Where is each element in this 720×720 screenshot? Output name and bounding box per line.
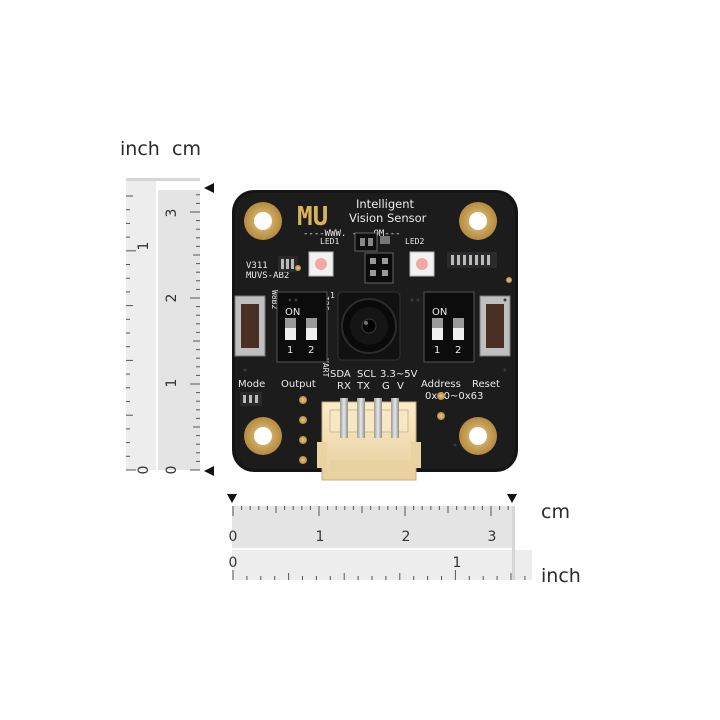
output-switch-key-1: 1 (287, 345, 293, 356)
bottom-cm-tick-3: 3 (488, 529, 497, 545)
reset-push-button (479, 295, 511, 357)
resistor-array-right (447, 252, 497, 268)
mounting-hole-bottom-right (459, 417, 497, 455)
output-dip-switch (276, 291, 328, 363)
mode-indicator-components (240, 392, 262, 406)
mounting-hole-bottom-left (244, 417, 282, 455)
led-2 (409, 251, 435, 277)
resistor-array-left (278, 256, 298, 272)
led2-label: LED2 (405, 237, 424, 246)
pin-label-g: G (382, 381, 390, 392)
bottom-cm-ruler-strip (232, 506, 512, 548)
left-ruler (126, 178, 214, 476)
output-switch-key-2: 2 (308, 345, 314, 356)
uart-label: UART (321, 358, 330, 377)
mode-label: Mode (238, 379, 265, 390)
output-label: Output (281, 379, 316, 390)
bottom-cm-tick-0: 0 (229, 529, 238, 545)
w8b2-label: W8B2 (270, 290, 279, 309)
camera-lens (337, 291, 401, 361)
address-switch-on-label: ON (432, 307, 447, 318)
top-components (354, 232, 394, 284)
pin-label-scl: SCL (357, 369, 376, 380)
version-label: V311 (246, 261, 268, 271)
vias (243, 298, 507, 447)
url-silkscreen: ----WWW. ----OM--- (303, 229, 401, 239)
left-top-marker (204, 183, 214, 193)
bottom-ruler (227, 494, 532, 580)
address-label: Address (421, 379, 461, 390)
sensor-board: MU Intelligent Vision Sensor ----WWW. --… (232, 190, 518, 481)
led1-label: LED1 (320, 237, 339, 246)
left-cm-tick-2: 2 (164, 294, 180, 303)
title-line-2: Vision Sensor (349, 211, 427, 225)
left-bottom-marker (204, 466, 214, 476)
mounting-hole-top-right (459, 202, 497, 240)
pin-label-tx: TX (356, 381, 370, 392)
pin-one-mark: 1 (330, 291, 335, 300)
left-ruler-inch-label: inch (120, 138, 160, 160)
brand-logo: MU (297, 202, 328, 232)
pin-label-rx: RX (337, 381, 351, 392)
output-switch-on-label: ON (285, 307, 300, 318)
pin-label-sda: SDA (330, 369, 351, 380)
pin-label-voltage: 3.3~5V (380, 369, 418, 380)
left-cm-tick-3: 3 (164, 209, 180, 218)
bottom-inch-tick-1: 1 (453, 555, 462, 571)
left-cm-ruler-strip (158, 190, 200, 470)
bottom-inch-ruler-strip (232, 550, 532, 580)
bottom-ruler-inch-label: inch (541, 565, 581, 587)
address-switch-key-1: 1 (434, 345, 440, 356)
left-inch-tick-1: 1 (136, 242, 152, 251)
led-1 (308, 251, 334, 277)
mounting-hole-top-left (244, 202, 282, 240)
reset-label: Reset (472, 379, 500, 390)
bottom-left-marker (227, 494, 237, 503)
bottom-ruler-cm-label: cm (541, 501, 570, 523)
address-dip-switch (423, 291, 475, 363)
bottom-inch-tick-0: 0 (229, 555, 238, 571)
mode-push-button (234, 295, 266, 357)
bottom-cm-tick-2: 2 (402, 529, 411, 545)
pin-label-v: V (397, 381, 404, 392)
left-cm-tick-1: 1 (164, 379, 180, 388)
address-range-label: 0x60~0x63 (425, 391, 483, 402)
left-inch-ruler-strip (126, 180, 156, 470)
test-pads (295, 265, 512, 464)
title-line-1: Intelligent (356, 197, 415, 211)
left-inch-tick-0: 0 (136, 466, 152, 475)
bottom-right-marker (507, 494, 517, 503)
left-cm-tick-0: 0 (164, 466, 180, 475)
bottom-cm-tick-1: 1 (316, 529, 325, 545)
model-label: MUVS-AB2 (246, 271, 289, 281)
left-ruler-cm-label: cm (172, 138, 201, 160)
address-switch-key-2: 2 (455, 345, 461, 356)
four-pin-connector (317, 398, 421, 481)
